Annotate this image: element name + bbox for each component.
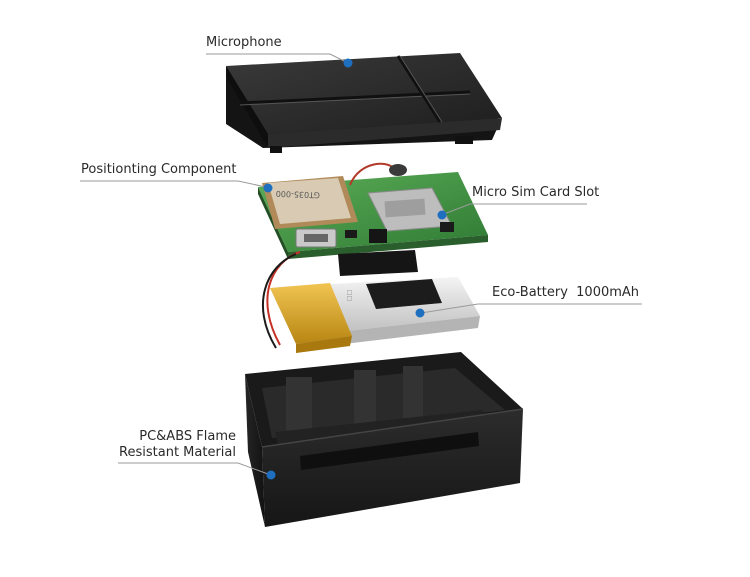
- dot-positioning: [263, 183, 273, 193]
- label-material-line1: PC&ABS Flame: [139, 429, 236, 444]
- svg-text:□□: □□: [346, 290, 353, 301]
- label-microphone: Microphone: [206, 35, 282, 50]
- leader-lines: [80, 53, 642, 475]
- label-material-line2: Resistant Material: [119, 445, 236, 460]
- leader-sim-slot: [443, 203, 587, 215]
- label-micro-sim-card-slot: Micro Sim Card Slot: [472, 185, 600, 200]
- pcb-marking-text: GT035-000: [276, 189, 321, 200]
- leader-positioning: [80, 180, 267, 188]
- battery: □□: [261, 250, 480, 353]
- label-eco-battery: Eco-Battery 1000mAh: [492, 285, 640, 300]
- leader-microphone: [206, 53, 349, 64]
- pcb: GT035-000: [258, 162, 488, 259]
- callout-dots: [263, 58, 447, 480]
- leader-battery: [420, 303, 642, 314]
- leader-material: [118, 462, 269, 475]
- label-positioning-component: Positionting Component: [81, 162, 237, 177]
- dot-sim-slot: [437, 210, 447, 220]
- lid: [226, 53, 502, 153]
- dot-battery: [415, 308, 425, 318]
- bottom-case: [245, 352, 524, 527]
- label-material: PC&ABS Flame Resistant Material: [108, 429, 236, 461]
- dot-microphone: [343, 58, 353, 68]
- dot-material: [266, 470, 276, 480]
